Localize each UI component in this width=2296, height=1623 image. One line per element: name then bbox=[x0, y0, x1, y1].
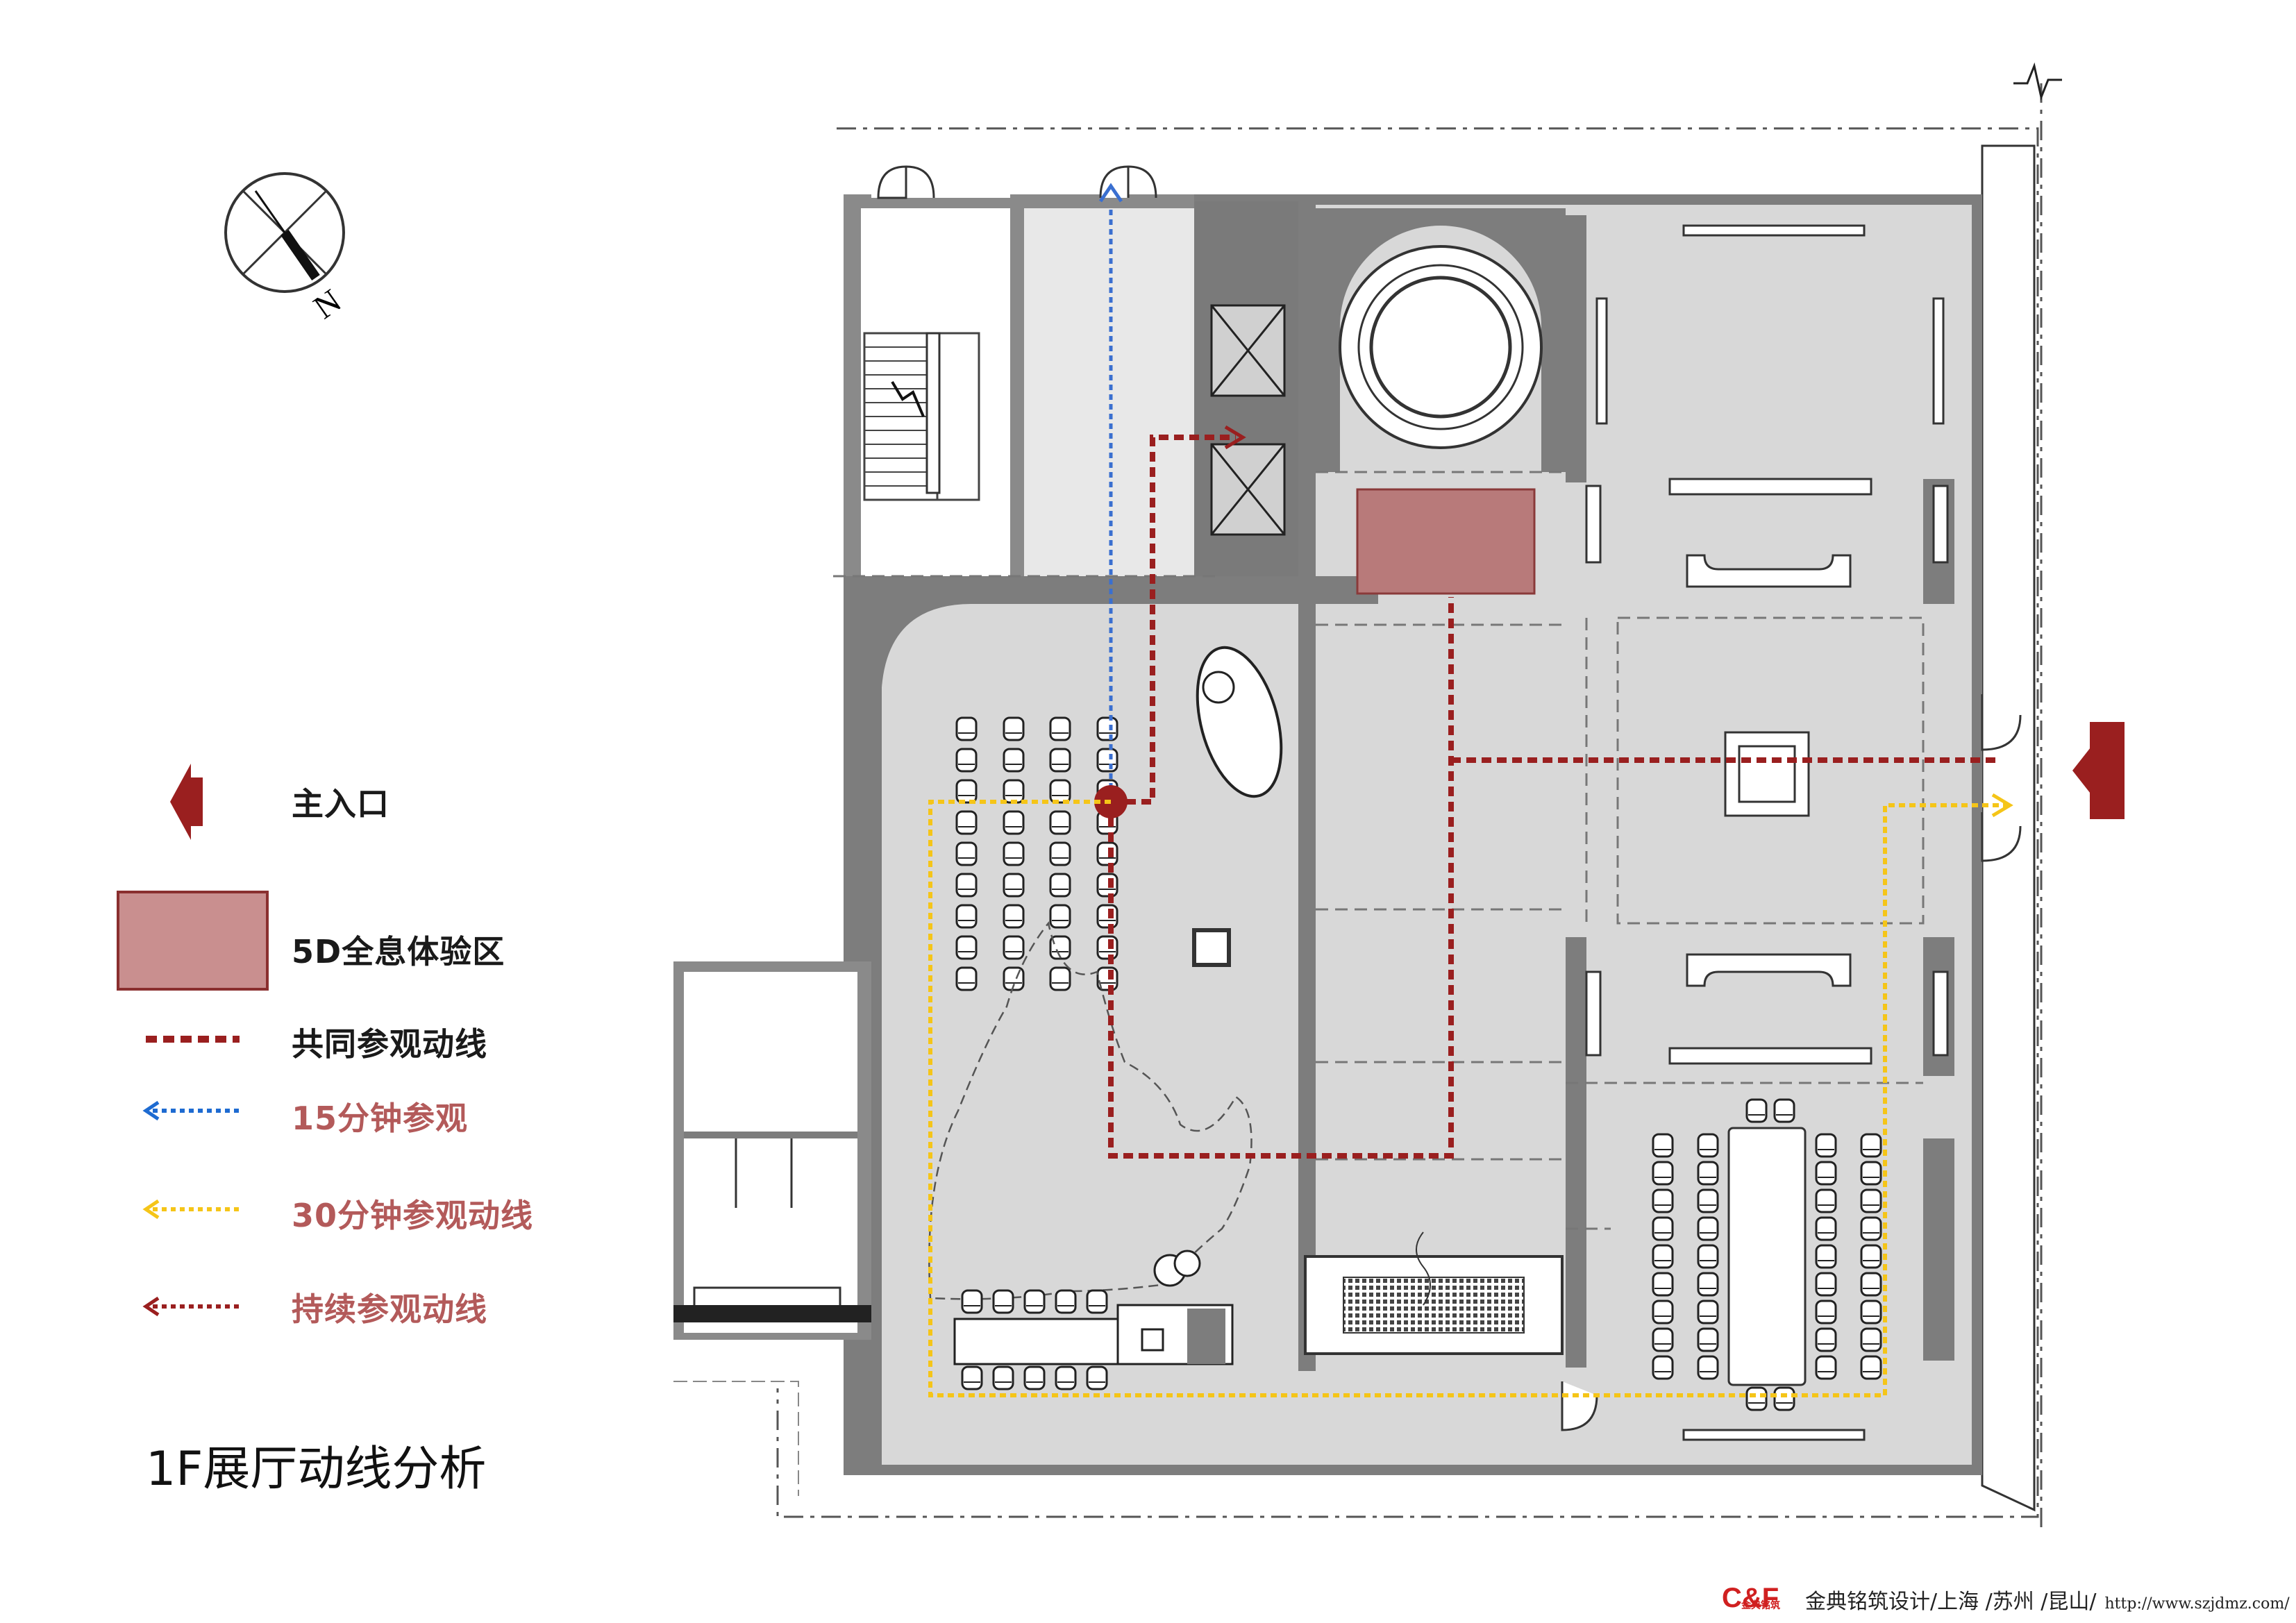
compass-icon: N bbox=[224, 172, 348, 326]
entrance-corridor bbox=[871, 163, 1198, 587]
footer-credit: 金典铭筑设计/上海 /苏州 /昆山/http://www.szjdmz.com/ bbox=[1805, 1584, 2290, 1615]
column bbox=[1192, 928, 1231, 967]
brand-mark: C&F bbox=[1722, 1583, 1779, 1613]
legend-main-entrance-label: 主入口 bbox=[292, 785, 389, 823]
annex-outline bbox=[673, 1381, 799, 1496]
ceiling-grid bbox=[833, 471, 1925, 1230]
legend-entrance-arrow-icon bbox=[170, 764, 203, 840]
legend-common-route-label: 共同参观动线 bbox=[292, 1025, 487, 1063]
route-continuous bbox=[1108, 425, 2000, 1159]
round-room bbox=[1316, 208, 1566, 472]
stair-core bbox=[844, 194, 1028, 587]
diagram-title: 1F展厅动线分析 bbox=[146, 1442, 487, 1497]
bar-counter bbox=[953, 1250, 1234, 1390]
water-feature bbox=[1304, 1231, 1564, 1355]
oval-sculpture bbox=[1196, 646, 1283, 798]
legend-30min-label: 30分钟参观动线 bbox=[292, 1197, 534, 1234]
break-line-icon bbox=[2013, 62, 2062, 101]
route-15min bbox=[1098, 183, 1123, 798]
holo-zone bbox=[1356, 488, 1536, 595]
legend-continuous-label: 持续参观动线 bbox=[292, 1290, 487, 1328]
gallery-fixtures bbox=[1585, 224, 1949, 1441]
legend-holo-zone-label: 5D全息体验区 bbox=[292, 933, 505, 970]
main-entrance-arrow-body bbox=[2090, 722, 2111, 819]
legend-30-arrow-icon bbox=[142, 1199, 160, 1220]
legend-continuous-arrow-icon bbox=[142, 1296, 160, 1317]
footer-url[interactable]: http://www.szjdmz.com/ bbox=[2104, 1595, 2290, 1613]
carpet-outline bbox=[928, 921, 1252, 1300]
legend-15min-label: 15分钟参观 bbox=[292, 1100, 469, 1137]
legend-symbols bbox=[117, 764, 269, 1317]
legend-holo-swatch bbox=[117, 891, 269, 991]
route-30min bbox=[928, 793, 2013, 1397]
site-boundary bbox=[776, 83, 2043, 1527]
compass-north-label: N bbox=[307, 283, 348, 326]
elevator-shafts bbox=[1194, 201, 1298, 576]
brand-logo: C&F 金典铭筑 bbox=[1722, 1583, 1791, 1613]
brand-sub: 金典铭筑 bbox=[1741, 1600, 1780, 1611]
meeting-area bbox=[1652, 1098, 1882, 1411]
footer-company: 金典铭筑设计/上海 /苏州 /昆山/ bbox=[1805, 1590, 2097, 1614]
restroom-block bbox=[673, 961, 871, 1340]
legend-15-arrow-icon bbox=[142, 1100, 160, 1121]
